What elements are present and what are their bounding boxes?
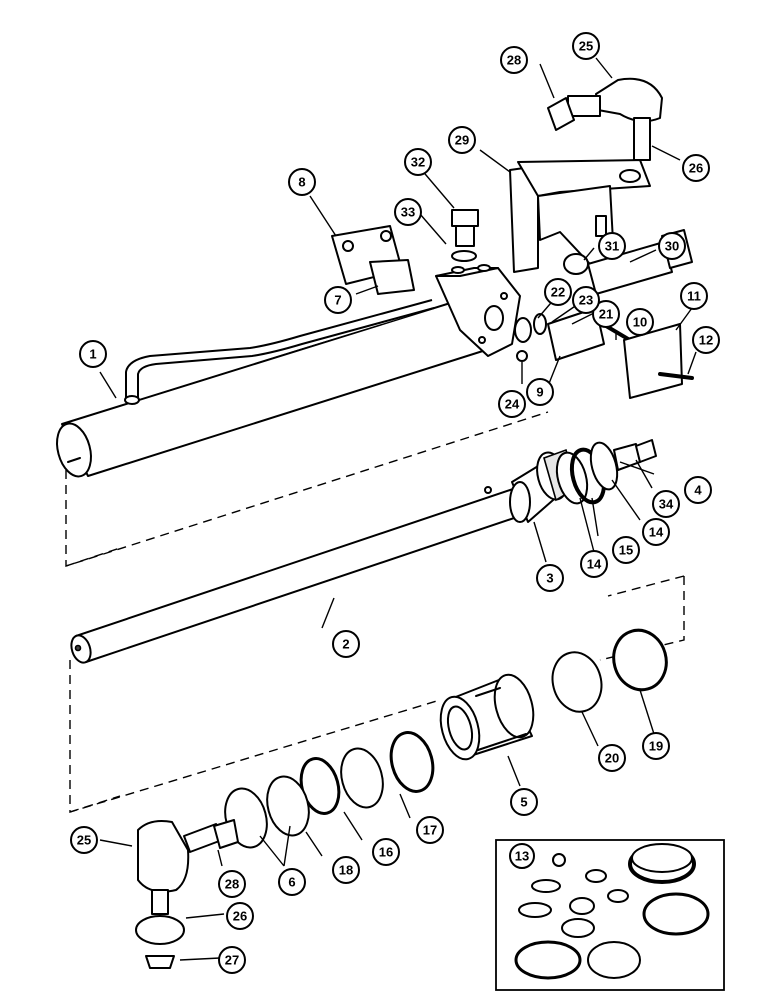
callout-label: 14 [587,557,602,572]
callout-label: 12 [699,333,713,348]
callout-5: 5 [510,788,538,816]
callout-16: 16 [372,838,400,866]
callout-14b: 14 [580,550,608,578]
callout-label: 25 [579,39,593,54]
callout-label: 7 [334,293,341,308]
callout-label: 6 [288,875,295,890]
callout-label: 4 [694,483,702,498]
callout-6: 6 [278,868,306,896]
callouts: 1 2 3 4 5 6 7 8 9 10 11 12 13 14 14 15 1… [70,32,720,974]
callout-25a: 25 [572,32,600,60]
callout-label: 5 [520,795,527,810]
flange-fitting [331,225,415,295]
callout-label: 30 [665,239,679,254]
callout-10: 10 [626,308,654,336]
valve-assembly [514,307,694,399]
callout-24: 24 [498,390,526,418]
callout-19: 19 [642,732,670,760]
callout-26b: 26 [226,902,254,930]
callout-label: 20 [605,751,619,766]
cylinder-barrel [56,264,521,478]
callout-3: 3 [536,564,564,592]
callout-15: 15 [612,536,640,564]
callout-14a: 14 [642,518,670,546]
callout-11: 11 [680,282,708,310]
callout-17: 17 [416,816,444,844]
callout-label: 10 [633,315,647,330]
callout-label: 11 [687,289,701,304]
rod-end-upper [547,77,663,161]
callout-label: 28 [225,877,239,892]
callout-label: 3 [546,571,553,586]
piston-seals [555,439,657,505]
callout-label: 17 [423,823,437,838]
callout-label: 25 [77,833,91,848]
rod-end-lower [135,819,239,969]
callout-26a: 26 [682,154,710,182]
callout-7: 7 [324,286,352,314]
callout-label: 9 [536,385,543,400]
callout-label: 15 [619,543,633,558]
callout-29: 29 [448,126,476,154]
callout-18: 18 [332,856,360,884]
callout-label: 31 [605,239,619,254]
callout-label: 16 [379,845,393,860]
piston-rod [70,486,527,664]
callout-34: 34 [652,490,680,518]
callout-label: 26 [689,161,703,176]
callout-28b: 28 [218,870,246,898]
callout-label: 22 [551,285,565,300]
callout-4: 4 [684,476,712,504]
callout-label: 27 [225,953,239,968]
callout-label: 24 [505,397,520,412]
callout-30: 30 [658,232,686,260]
gland [439,673,535,761]
callout-31: 31 [598,232,626,260]
callout-label: 1 [89,347,96,362]
callout-21: 21 [592,300,620,328]
callout-label: 29 [455,133,469,148]
callout-label: 33 [401,205,415,220]
callout-1: 1 [79,340,107,368]
callout-2: 2 [332,630,360,658]
callout-13: 13 [509,843,535,869]
callout-label: 28 [507,53,521,68]
seal-rings [224,628,668,849]
callout-label: 2 [342,637,349,652]
callout-25b: 25 [70,826,98,854]
callout-33: 33 [394,198,422,226]
callout-label: 19 [649,739,663,754]
callout-22: 22 [544,278,572,306]
plug-fitting [451,209,479,262]
seal-kit-inset [495,839,725,991]
callout-label: 32 [411,155,425,170]
callout-label: 8 [298,175,305,190]
callout-label: 14 [649,525,664,540]
callout-12: 12 [692,326,720,354]
callout-label: 13 [515,849,529,864]
bracket [509,159,651,273]
callout-20: 20 [598,744,626,772]
callout-27: 27 [218,946,246,974]
callout-23: 23 [572,286,600,314]
callout-label: 21 [599,307,613,322]
callout-28a: 28 [500,46,528,74]
callout-label: 18 [339,863,353,878]
callout-label: 34 [659,497,674,512]
callout-label: 23 [579,293,593,308]
callout-9: 9 [526,378,554,406]
callout-32: 32 [404,148,432,176]
callout-8: 8 [288,168,316,196]
callout-label: 26 [233,909,247,924]
